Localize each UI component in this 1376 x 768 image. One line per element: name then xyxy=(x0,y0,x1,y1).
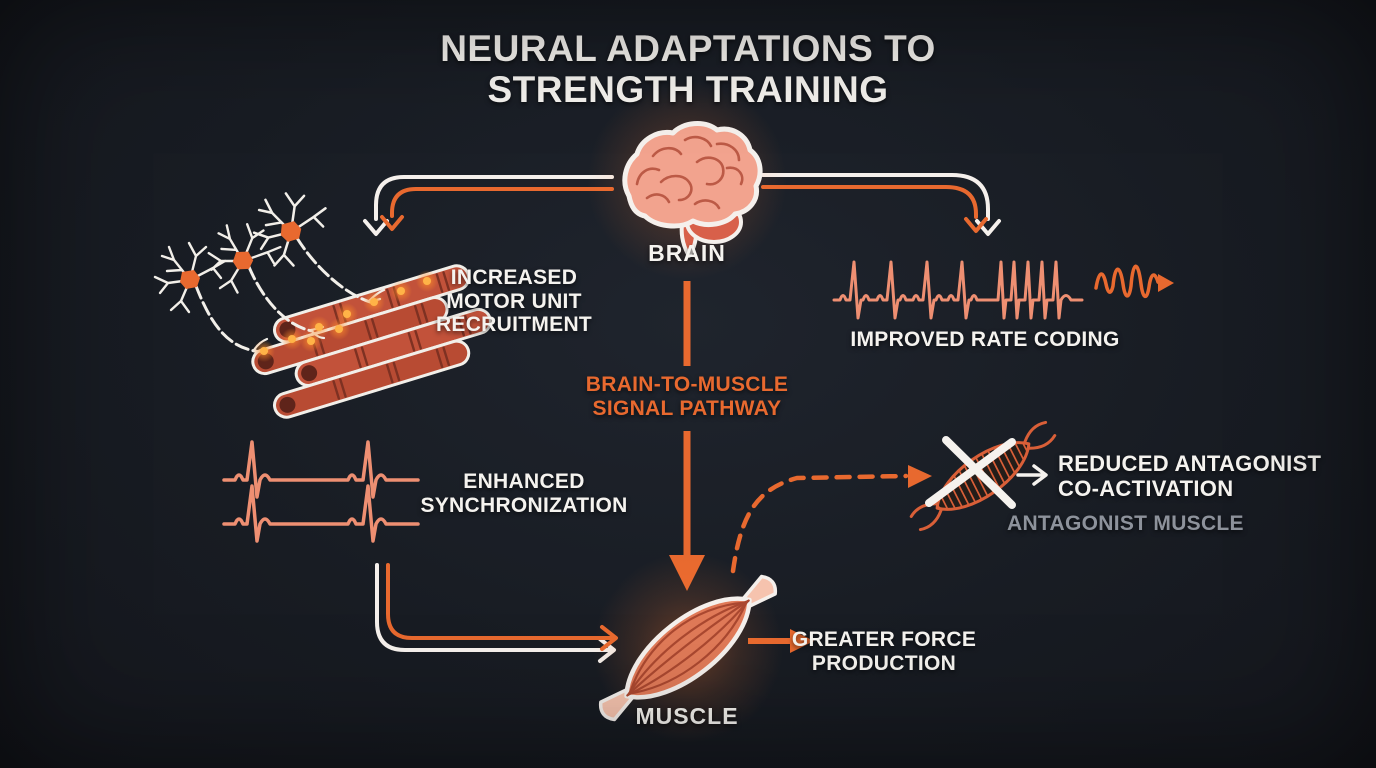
brain-icon xyxy=(587,80,787,280)
sync-to-muscle-arrow xyxy=(375,563,618,663)
muscle-to-antagonist-dashed-arrow xyxy=(730,465,932,574)
spike-train-waveform-icon xyxy=(832,260,1084,320)
brain-to-rate-coding-arrow xyxy=(761,173,1001,236)
antagonist-pointer-arrow xyxy=(1016,464,1048,486)
diagram-title: NEURAL ADAPTATIONS TO STRENGTH TRAINING xyxy=(440,28,936,111)
brain-to-recruitment-arrow xyxy=(363,175,614,236)
muscle-label: MUSCLE xyxy=(635,703,739,729)
junction-glow-dots xyxy=(253,270,438,362)
cross-out-icon xyxy=(925,436,1016,509)
pathway-arrow xyxy=(669,281,705,591)
force-production-label: GREATER FORCE PRODUCTION xyxy=(791,628,977,675)
muscle-icon xyxy=(593,553,783,743)
recruitment-label: INCREASED MOTOR UNIT RECRUITMENT xyxy=(435,266,593,337)
motor-neurons-and-fibers-icon xyxy=(153,188,492,419)
oscillation-arrow-icon xyxy=(1094,264,1174,299)
co-activation-label: REDUCED ANTAGONIST CO-ACTIVATION xyxy=(1058,451,1322,501)
antagonist-muscle-label: ANTAGONIST MUSCLE xyxy=(1007,512,1244,535)
pathway-label: BRAIN-TO-MUSCLE SIGNAL PATHWAY xyxy=(585,373,789,420)
synchronized-waveforms-icon xyxy=(222,440,420,543)
rate-coding-label: IMPROVED RATE CODING xyxy=(850,328,1120,351)
synchronization-label: ENHANCED SYNCHRONIZATION xyxy=(420,470,628,517)
brain-label: BRAIN xyxy=(648,240,726,266)
